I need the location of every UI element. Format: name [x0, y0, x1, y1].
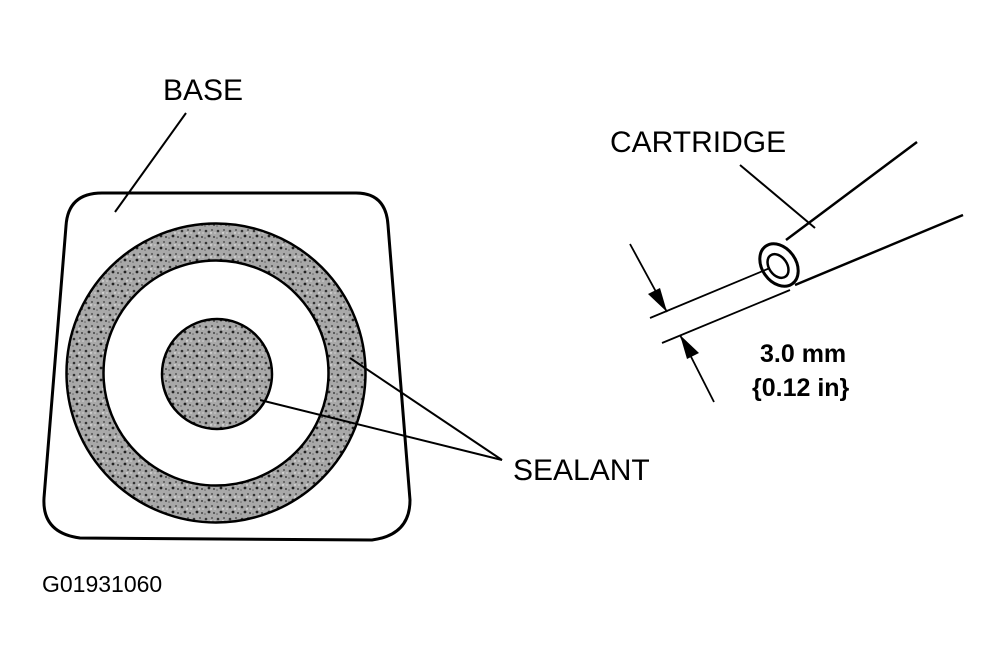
figure-code-label: G01931060	[42, 571, 162, 597]
base-plate-outline	[42, 191, 412, 542]
sealant-ring-inner-edge	[102, 259, 330, 487]
cartridge-body-upper-edge	[785, 140, 918, 242]
dimension-extension-lower	[661, 289, 791, 344]
sealant-leader-ring	[349, 357, 503, 461]
dimension-extension-upper	[649, 267, 771, 319]
cartridge-tip-bore	[766, 252, 790, 280]
dimension-arrow-lower	[680, 335, 699, 359]
cartridge-leader-line	[739, 164, 816, 229]
sealant-center-dot	[160, 317, 274, 431]
dimension-mm-label: 3.0 mm	[760, 340, 846, 368]
dimension-in-label: {0.12 in}	[752, 374, 850, 402]
cartridge-label: CARTRIDGE	[610, 126, 786, 159]
sealant-label: SEALANT	[513, 454, 650, 487]
sealant-ring-outer-edge	[65, 222, 367, 524]
base-label: BASE	[163, 74, 243, 107]
cartridge-body-lower-edge	[794, 213, 964, 287]
dimension-arrow-upper	[648, 288, 667, 312]
base-leader-line	[114, 112, 187, 213]
sealant-leader-dot	[259, 399, 503, 461]
sealant-outer-ring	[66, 223, 366, 523]
